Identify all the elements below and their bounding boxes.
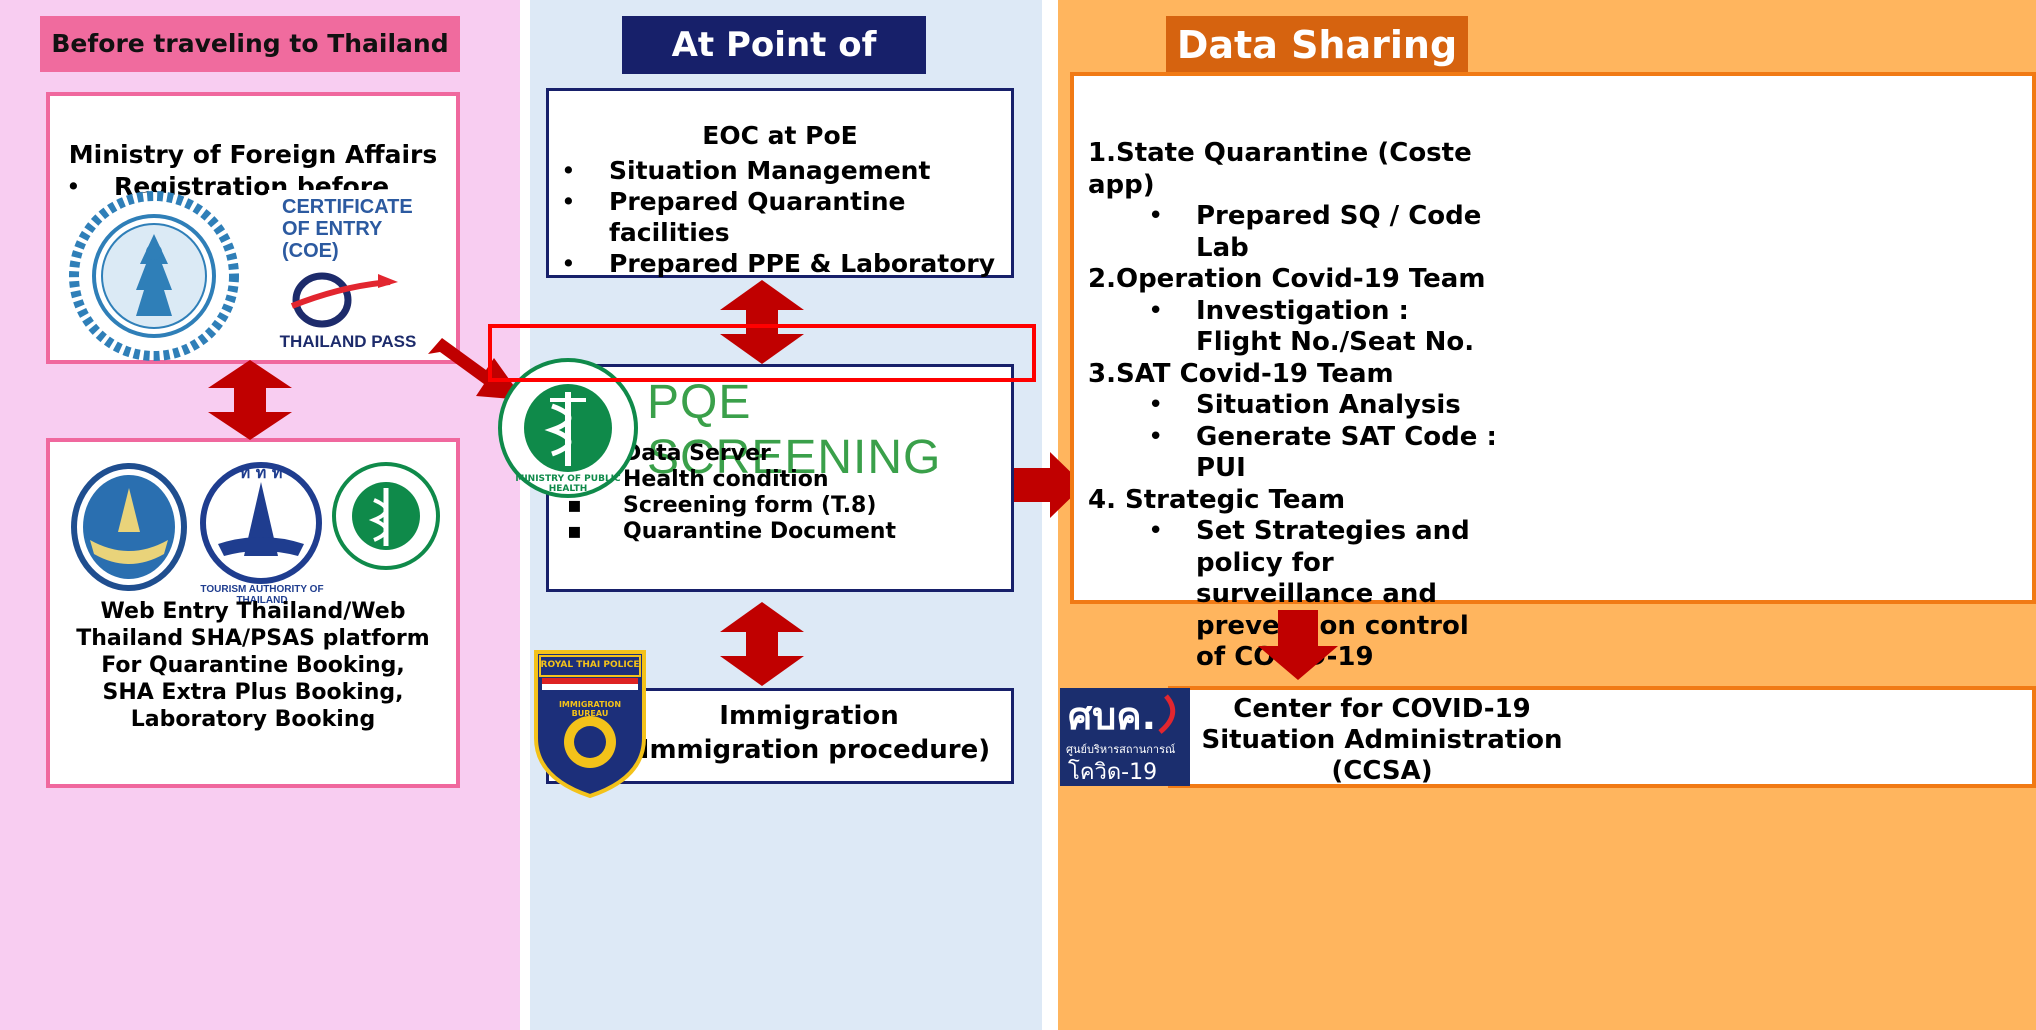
- poe-item: Quarantine Document: [567, 519, 896, 545]
- mfa-box: Ministry of Foreign Affairs Registration…: [46, 92, 460, 364]
- left-header: Before traveling to Thailand: [40, 16, 460, 72]
- eoc-poe-double-arrow: [720, 280, 804, 364]
- immigration-line2: (Immigration procedure): [627, 735, 991, 765]
- coe-line3: (COE): [282, 240, 339, 262]
- ccsa-logo-small: ศูนย์บริหารสถานการณ์: [1066, 743, 1176, 756]
- right-header: Data Sharing: [1166, 16, 1468, 74]
- ministry-public-health-logo-icon: [332, 462, 440, 570]
- ministry-public-health-seal-icon: [498, 358, 638, 498]
- booking-line-4: SHA Extra Plus Booking,: [102, 680, 404, 705]
- booking-text: Web Entry Thailand/Web Thailand SHA/PSAS…: [50, 598, 456, 733]
- ccsa-box: Center for COVID-19 Situation Administra…: [1168, 686, 2036, 788]
- police-badge-top-text: ROYAL THAI POLICE: [540, 660, 640, 670]
- booking-line-5: Laboratory Booking: [130, 707, 376, 732]
- coe-card: CERTIFICATE OF ENTRY (COE) THAILAND PASS: [268, 190, 428, 356]
- down-arrow: [1258, 610, 1338, 680]
- coe-line1: CERTIFICATE: [282, 196, 413, 218]
- booking-line-2: Thailand SHA/PSAS platform: [76, 626, 430, 651]
- section-1-title: 1.State Quarantine (Coste app): [1088, 138, 1472, 200]
- police-shield-icon: [534, 650, 646, 798]
- section-3-item: Generate SAT Code : PUI: [1148, 422, 1538, 485]
- thailand-pass-logo-icon: [290, 272, 398, 328]
- ccsa-text: Center for COVID-19 Situation Administra…: [1172, 694, 1592, 787]
- eoc-item: Prepared PPE & Laboratory: [561, 248, 1011, 279]
- royal-thai-police-badge: ROYAL THAI POLICE IMMIGRATION BUREAU: [532, 648, 648, 798]
- section-4-title: 4. Strategic Team: [1088, 484, 1346, 515]
- eoc-item: Prepared Quarantine facilities: [561, 186, 1011, 248]
- thailand-pass-label: THAILAND PASS: [279, 332, 417, 351]
- ccsa-line-3: (CCSA): [1331, 756, 1433, 786]
- eoc-list: Situation Management Prepared Quarantine…: [561, 155, 1011, 279]
- ccsa-line-2: Situation Administration: [1201, 725, 1563, 755]
- thai-ministry-seal-icon: [71, 463, 187, 591]
- data-sharing-box: 1.State Quarantine (Coste app) Prepared …: [1070, 72, 2036, 672]
- section-3-item: Situation Analysis: [1148, 390, 1538, 422]
- coe-line2: OF ENTRY: [282, 218, 383, 240]
- svg-text:ท ท ท: ท ท ท: [240, 463, 283, 482]
- poe-immigration-double-arrow: [720, 602, 804, 686]
- right-pointing-arrow: [1014, 452, 1084, 518]
- ccsa-logo-covid: โควิด-19: [1068, 760, 1158, 785]
- booking-line-3: For Quarantine Booking,: [101, 653, 405, 678]
- section-3-title: 3.SAT Covid-19 Team: [1088, 358, 1394, 389]
- ccsa-logo: ศบค. ศูนย์บริหารสถานการณ์ โควิด-19: [1060, 688, 1190, 786]
- eoc-box: EOC at PoE Situation Management Prepared…: [546, 88, 1014, 279]
- tat-caption: TOURISM AUTHORITY OF THAILAND: [200, 584, 324, 606]
- immigration-line1: Immigration: [719, 701, 899, 731]
- booking-line-1: Web Entry Thailand/Web: [100, 599, 406, 624]
- poe-list: Data Server Health condition Screening f…: [567, 441, 896, 545]
- ccsa-swoosh-icon: [1158, 694, 1176, 734]
- booking-box: ท ท ท TOURISM AUTHORITY OF THAILAND Web …: [46, 438, 460, 788]
- ccsa-logo-big: ศบค.: [1068, 694, 1157, 738]
- left-double-arrow: [208, 360, 292, 440]
- middle-header: At Point of Entry: [622, 16, 926, 123]
- mfa-title: Ministry of Foreign Affairs: [68, 140, 438, 169]
- police-badge-mid-text: IMMIGRATION BUREAU: [558, 700, 622, 718]
- moph-badge: MINISTRY OF PUBLIC HEALTH: [498, 358, 638, 498]
- section-2-item: Investigation : Flight No./Seat No.: [1148, 296, 1488, 359]
- moph-badge-caption: MINISTRY OF PUBLIC HEALTH: [515, 474, 621, 494]
- ccsa-line-1: Center for COVID-19: [1233, 694, 1531, 724]
- tourism-authority-logo-icon: ท ท ท: [200, 462, 322, 584]
- section-1-item: Prepared SQ / Code Lab: [1148, 201, 1538, 264]
- highlight-outline: [488, 324, 1036, 382]
- data-sharing-content: 1.State Quarantine (Coste app) Prepared …: [1088, 138, 1538, 674]
- diagonal-arrow: [428, 338, 524, 400]
- section-2-title: 2.Operation Covid-19 Team: [1088, 264, 1486, 294]
- poe-item: Screening form (T.8): [567, 493, 896, 519]
- thai-ministry-seal-icon: [69, 191, 239, 361]
- section-1-list: Prepared SQ / Code Lab: [1148, 201, 1538, 264]
- eoc-title: EOC at PoE: [702, 121, 858, 150]
- section-2-list: Investigation : Flight No./Seat No.: [1148, 296, 1488, 359]
- eoc-item: Situation Management: [561, 155, 1011, 186]
- section-3-list: Situation Analysis Generate SAT Code : P…: [1148, 390, 1538, 485]
